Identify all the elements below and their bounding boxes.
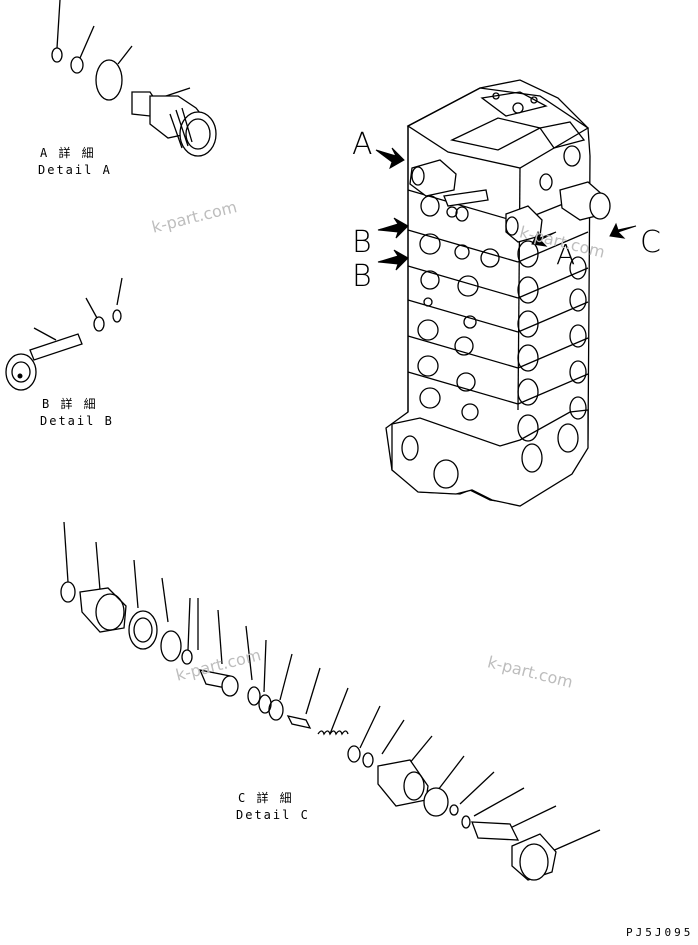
control-valve-body: [375, 79, 637, 507]
callout-c: C: [640, 225, 661, 260]
detail-a-label-jp: A 詳 細: [40, 146, 96, 160]
detail-b-label-en: Detail B: [40, 414, 114, 428]
detail-a-label-en: Detail A: [38, 163, 112, 177]
callout-a: A: [352, 127, 373, 162]
detail-b-assembly: [5, 277, 123, 391]
detail-c-assembly: [60, 521, 601, 881]
detail-b-label-jp: B 詳 細: [42, 397, 98, 411]
detail-a-assembly: [51, 0, 217, 157]
callout-b-upper: B: [352, 225, 372, 260]
callout-a-inline: A: [556, 238, 576, 271]
callout-b-lower: B: [352, 259, 372, 294]
detail-c-label-en: Detail C: [236, 808, 310, 822]
drawing-code: PJ5J095: [626, 926, 694, 939]
detail-c-label-jp: C 詳 細: [238, 791, 294, 805]
